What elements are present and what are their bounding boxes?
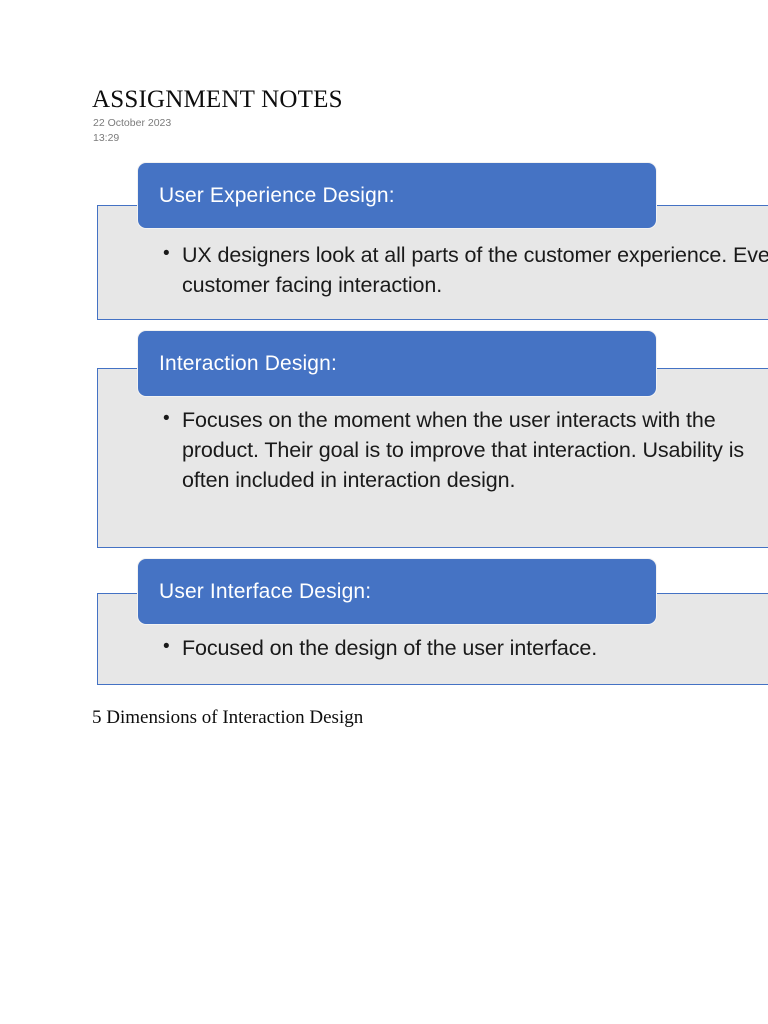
note-date: 22 October 2023	[93, 117, 172, 129]
page-title: ASSIGNMENT NOTES	[92, 86, 343, 113]
callout-bullet-list: Focuses on the moment when the user inte…	[162, 404, 768, 495]
note-time: 13:29	[93, 132, 120, 144]
callout-heading-label: Interaction Design:	[159, 351, 337, 375]
callout-heading-label: User Interface Design:	[159, 579, 372, 603]
callout-heading-label: User Experience Design:	[159, 183, 395, 207]
list-item: Focused on the design of the user interf…	[162, 632, 768, 663]
callout-user-interface-design: User Interface Design: Focused on the de…	[97, 558, 768, 685]
callout-interaction-design: Interaction Design: Focuses on the momen…	[97, 330, 768, 548]
callout-header: Interaction Design:	[137, 330, 657, 397]
list-item: UX designers look at all parts of the cu…	[162, 239, 768, 300]
callout-header: User Interface Design:	[137, 558, 657, 625]
figure-caption: 5 Dimensions of Interaction Design	[92, 707, 364, 728]
list-item: Focuses on the moment when the user inte…	[162, 404, 768, 495]
callout-user-experience-design: User Experience Design: UX designers loo…	[97, 162, 768, 322]
callout-bullet-list: Focused on the design of the user interf…	[162, 632, 768, 663]
callout-header: User Experience Design:	[137, 162, 657, 229]
callout-bullet-list: UX designers look at all parts of the cu…	[162, 239, 768, 300]
